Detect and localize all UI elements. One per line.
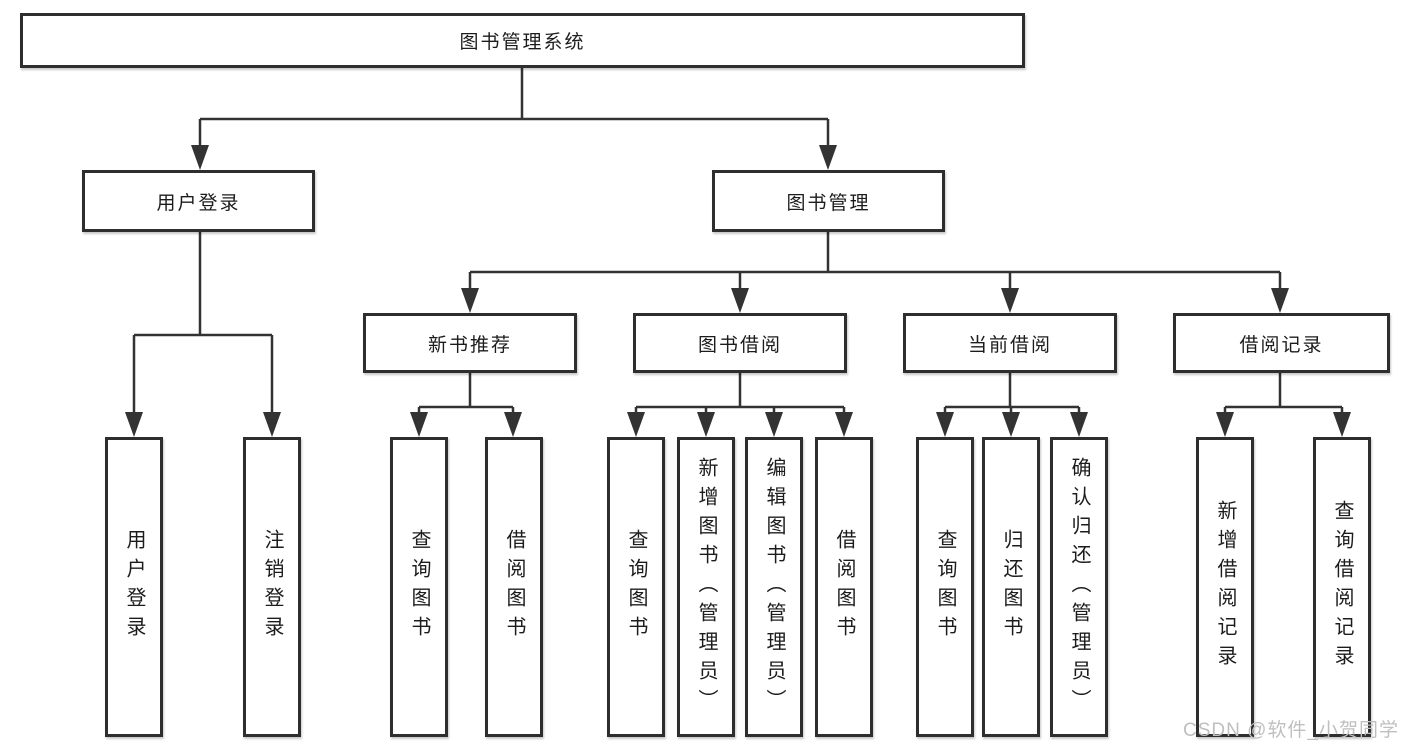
leaf-return-books: 归还图书: [982, 437, 1040, 737]
node-borrow-records: 借阅记录: [1173, 313, 1390, 373]
leaf-confirm-return-admin: 确认归还（管理员）: [1050, 437, 1108, 737]
node-book-borrow: 图书借阅: [633, 313, 847, 373]
node-new-book-recommend: 新书推荐: [363, 313, 577, 373]
leaf-query-books-borrow: 查询图书: [607, 437, 665, 737]
node-book-management: 图书管理: [712, 170, 945, 232]
leaf-add-borrow-record: 新增借阅记录: [1196, 437, 1254, 737]
leaf-borrow-books-recommend: 借阅图书: [485, 437, 543, 737]
node-current-borrow: 当前借阅: [903, 313, 1117, 373]
leaf-query-borrow-record: 查询借阅记录: [1313, 437, 1371, 737]
leaf-edit-books-admin: 编辑图书（管理员）: [745, 437, 803, 737]
arrowheads: [125, 145, 1351, 437]
node-root-library-system: 图书管理系统: [20, 13, 1025, 68]
leaf-logout: 注销登录: [243, 437, 301, 737]
leaf-query-books-current: 查询图书: [916, 437, 974, 737]
csdn-watermark: CSDN @软件_小贺同学: [1183, 720, 1399, 741]
leaf-add-books-admin: 新增图书（管理员）: [677, 437, 735, 737]
leaf-user-login: 用户登录: [105, 437, 163, 737]
leaf-query-books-recommend: 查询图书: [390, 437, 448, 737]
leaf-borrow-books: 借阅图书: [815, 437, 873, 737]
node-user-login: 用户登录: [82, 170, 315, 232]
